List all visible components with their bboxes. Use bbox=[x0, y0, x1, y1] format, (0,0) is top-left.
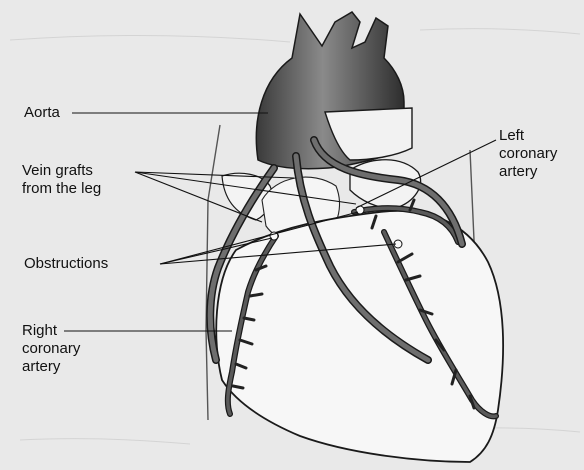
label-obstructions: Obstructions bbox=[24, 255, 108, 273]
label-right-coronary-artery: Right coronary artery bbox=[22, 322, 80, 376]
heart-ventricles bbox=[216, 211, 503, 462]
label-aorta: Aorta bbox=[24, 104, 60, 122]
label-left-coronary-artery: Left coronary artery bbox=[499, 127, 557, 181]
label-vein-grafts: Vein grafts from the leg bbox=[22, 162, 101, 198]
